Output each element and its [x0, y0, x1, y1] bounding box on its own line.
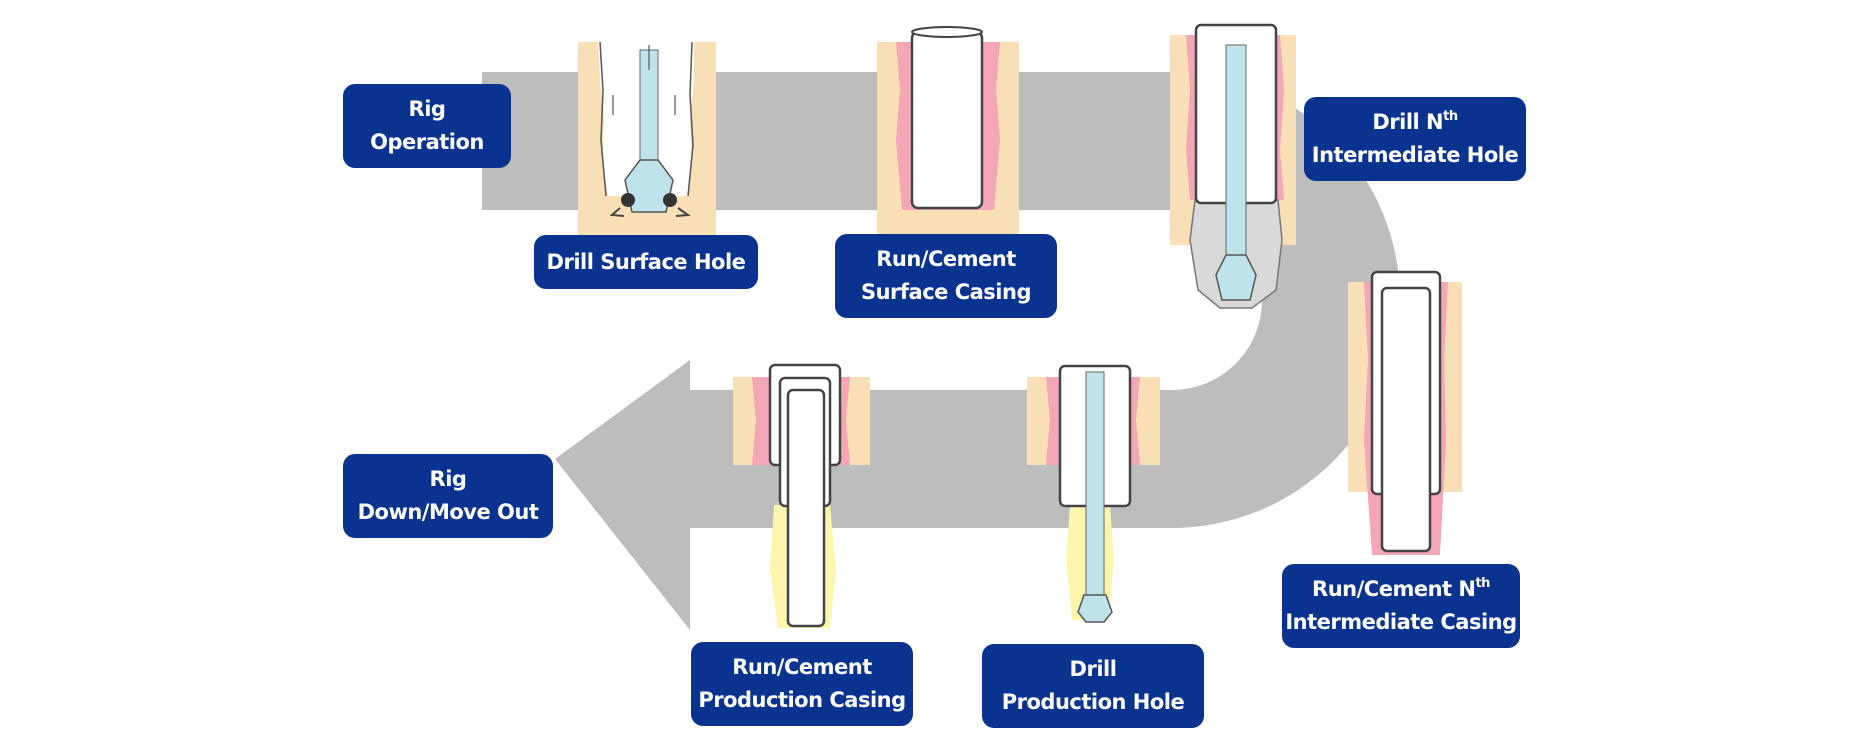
well-intermediate-casing [1348, 270, 1462, 555]
step-label-line1: Drill Nth [1372, 106, 1458, 139]
step-label-line2: Production Casing [698, 688, 906, 712]
step-label-line2: Production Hole [1001, 690, 1185, 714]
step-label-line1: Rig [429, 467, 467, 491]
step-label-line1: Drill [1069, 657, 1117, 681]
well-drill-production-hole [1027, 364, 1160, 623]
step-label-line1: Run/Cement Nth [1312, 573, 1490, 606]
step-label-line1: Run/Cement [876, 247, 1016, 271]
step-rig-operation: Rig Operation [343, 84, 511, 168]
step-run-cement-production-casing: Run/Cement Production Casing [691, 642, 913, 726]
step-drill-production-hole: Drill Production Hole [982, 644, 1204, 728]
step-label-line2: Operation [370, 130, 484, 154]
superscript: th [1475, 576, 1490, 591]
step-rig-down-move-out: Rig Down/Move Out [343, 454, 553, 538]
well-drill-surface-hole [578, 41, 716, 237]
step-label-line2: Intermediate Hole [1311, 143, 1519, 167]
step-run-cement-surface-casing: Run/Cement Surface Casing [835, 234, 1057, 318]
step-label-line1-text: Drill N [1372, 110, 1444, 134]
step-drill-intermediate-hole: Drill Nth Intermediate Hole [1304, 97, 1526, 181]
step-label-line2: Intermediate Casing [1285, 610, 1517, 634]
well-surface-casing [877, 26, 1019, 237]
step-label-line1: Drill Surface Hole [546, 249, 746, 274]
step-drill-surface-hole: Drill Surface Hole [534, 235, 758, 289]
step-label-line1: Run/Cement [732, 655, 872, 679]
step-label-line2: Surface Casing [860, 280, 1032, 304]
step-run-cement-intermediate-casing: Run/Cement Nth Intermediate Casing [1282, 564, 1520, 648]
superscript: th [1443, 109, 1458, 124]
step-label-line1: Rig [408, 97, 446, 121]
step-label-line1-text: Run/Cement N [1312, 577, 1476, 601]
well-production-casing [733, 363, 870, 628]
step-label-line2: Down/Move Out [357, 500, 539, 524]
well-drill-intermediate-hole [1170, 23, 1296, 309]
